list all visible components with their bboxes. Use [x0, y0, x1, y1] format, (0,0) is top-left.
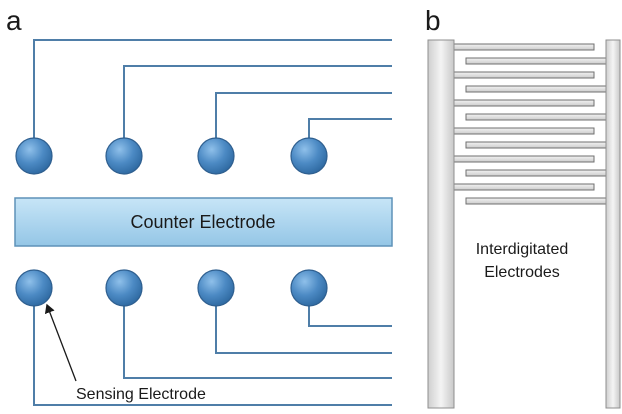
right-rail [605, 39, 621, 409]
finger-left-3 [453, 99, 595, 107]
finger-right-4 [465, 141, 607, 149]
top-wire-1 [33, 39, 392, 152]
top-electrodes [15, 137, 328, 175]
finger-right-1 [465, 57, 607, 65]
finger-left-4 [453, 127, 595, 135]
sensing-electrode-label: Sensing Electrode [76, 386, 206, 403]
finger-right-6 [465, 197, 607, 205]
finger-right-5 [465, 169, 607, 177]
interdigitated-label-line1: Interdigitated [476, 241, 569, 258]
bottom-wire-2 [123, 290, 392, 379]
top-electrode-2 [105, 137, 143, 175]
bottom-wire-3 [215, 290, 392, 354]
finger-left-5 [453, 155, 595, 163]
left-rail [427, 39, 455, 409]
bottom-wires [33, 290, 392, 406]
top-electrode-1 [15, 137, 53, 175]
finger-right-2 [465, 85, 607, 93]
bottom-electrode-1 [15, 269, 53, 307]
finger-left-2 [453, 71, 595, 79]
bottom-electrode-2 [105, 269, 143, 307]
top-wire-2 [123, 65, 392, 152]
bottom-electrode-3 [197, 269, 235, 307]
finger-left-6 [453, 183, 595, 191]
finger-right-3 [465, 113, 607, 121]
panel-b-label: b [425, 5, 441, 36]
top-wire-3 [215, 92, 392, 152]
counter-electrode [14, 197, 393, 247]
bottom-electrode-4 [290, 269, 328, 307]
finger-left-1 [453, 43, 595, 51]
bottom-wire-1 [33, 290, 392, 406]
interdigitated-fingers [453, 43, 607, 205]
top-wires [33, 39, 392, 152]
interdigitated-label-line2: Electrodes [484, 264, 560, 281]
panel-a-label: a [6, 5, 22, 36]
top-electrode-3 [197, 137, 235, 175]
bottom-electrodes [15, 269, 328, 307]
sensing-electrode-label-bg [68, 383, 254, 404]
top-electrode-4 [290, 137, 328, 175]
sensing-electrode-arrow [44, 303, 77, 382]
counter-electrode-label: Counter Electrode [130, 212, 275, 232]
